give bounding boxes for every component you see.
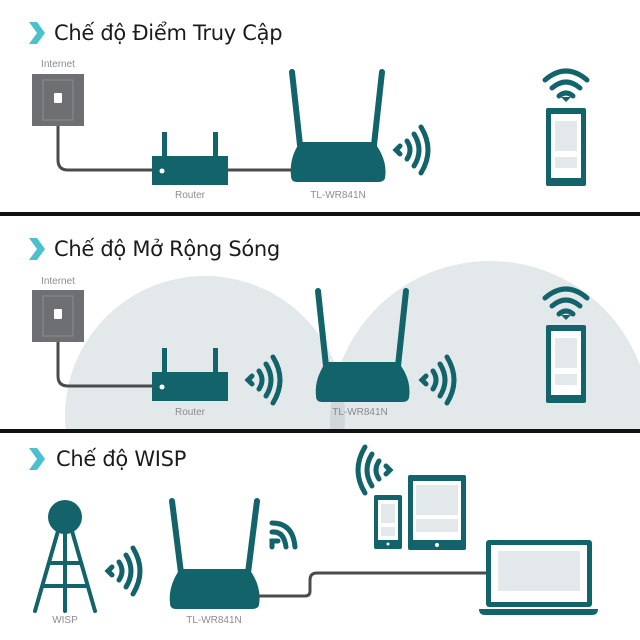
router-icon [152, 132, 228, 185]
section-divider [0, 429, 640, 433]
wifi-waves-icon [392, 124, 431, 176]
device-label: TL-WR841N [186, 615, 242, 626]
wisp-label: WISP [52, 615, 78, 626]
section-wisp: Chế độ WISP [0, 433, 640, 640]
wireless-router-icon [289, 69, 386, 182]
internet-label: Internet [41, 276, 75, 287]
router-label: Router [174, 407, 206, 418]
wifi-waves-icon [244, 354, 283, 406]
device-label: TL-WR841N [332, 407, 388, 418]
section-title: Chế độ Điểm Truy Cập [54, 21, 283, 45]
section-title: Chế độ WISP [56, 447, 187, 471]
wall-socket-icon [32, 290, 84, 342]
wifi-waves-icon [269, 520, 298, 550]
wifi-waves-icon [418, 354, 457, 406]
section-title: Chế độ Mở Rộng Sóng [54, 237, 280, 261]
device-label: TL-WR841N [310, 190, 366, 201]
laptop-icon [479, 540, 598, 615]
wifi-waves-icon [355, 444, 394, 496]
wifi-waves-icon [104, 545, 143, 597]
tablet-icon [408, 475, 466, 550]
wall-socket-icon [32, 74, 84, 126]
chevron-icon [29, 22, 45, 44]
smartphone-icon [546, 108, 586, 186]
wifi-signal-icon [542, 68, 590, 102]
section-access-point: Chế độ Điểm Truy Cập Internet [0, 0, 640, 212]
router-icon [152, 348, 228, 401]
router-label: Router [174, 190, 206, 201]
wisp-tower-icon [33, 500, 97, 613]
chevron-icon [29, 448, 45, 470]
wireless-router-icon [315, 288, 410, 402]
wireless-router-icon [169, 498, 260, 609]
section-range-extender: Chế độ Mở Rộng Sóng Internet [0, 216, 640, 429]
wifi-signal-icon [542, 286, 590, 320]
chevron-icon [29, 238, 45, 260]
section-divider [0, 212, 640, 216]
smartphone-icon [546, 325, 586, 403]
smartphone-icon [374, 495, 402, 549]
internet-label: Internet [41, 59, 75, 70]
